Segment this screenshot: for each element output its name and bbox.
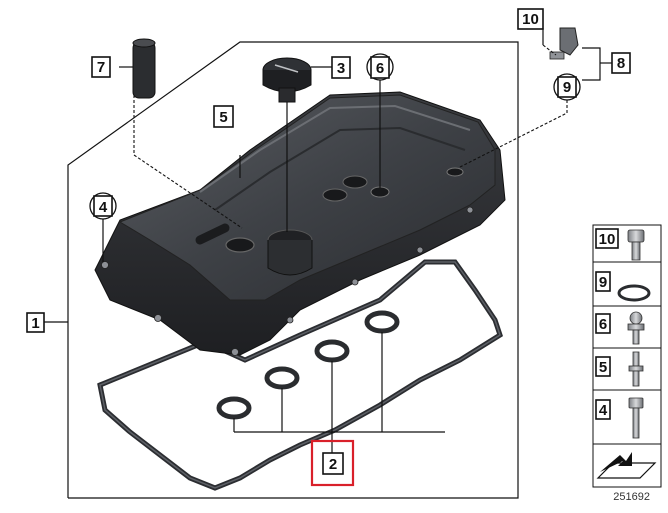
legend-item-5: 5 (595, 351, 644, 387)
callout-7-text: 7 (97, 59, 105, 76)
callout-1-text: 1 (31, 315, 39, 332)
callout-2: 2 (310, 439, 355, 487)
callout-8: 8 (611, 52, 631, 74)
legend-item-9: 9 (595, 271, 651, 302)
flange-bolt-icon (627, 229, 645, 261)
legend-label-5: 5 (599, 359, 607, 376)
assembly-frame (44, 41, 519, 499)
callout-9: 9 (553, 73, 581, 101)
parts-legend: 10 9 6 5 (592, 224, 662, 488)
callout-6-text: 6 (376, 60, 384, 77)
callout-10-text: 10 (522, 11, 539, 28)
legend-item-4: 4 (595, 397, 644, 439)
callout-5-text: 5 (219, 109, 227, 126)
legend-label-10: 10 (599, 231, 616, 248)
callout-2-text: 2 (329, 456, 337, 473)
legend-item-10: 10 (595, 228, 645, 261)
callout-9-text: 9 (563, 79, 571, 96)
legend-item-6: 6 (595, 311, 645, 345)
legend-label-4: 4 (599, 402, 608, 419)
legend-label-6: 6 (599, 316, 607, 333)
breather-tube-part (132, 38, 156, 99)
callout-4-text: 4 (99, 199, 108, 216)
o-ring-icon (617, 284, 651, 302)
callout-1: 1 (26, 312, 45, 333)
callout-5: 5 (213, 105, 234, 128)
legend-label-9: 9 (599, 274, 607, 291)
callout-4: 4 (89, 192, 117, 220)
valve-cover-body (94, 91, 506, 356)
callout-10: 10 (517, 8, 544, 30)
callout-3-text: 3 (337, 60, 345, 77)
callout-6: 6 (366, 53, 394, 81)
oil-filler-cap (262, 57, 312, 103)
ball-stud-icon (627, 311, 645, 345)
hex-bolt-icon (628, 397, 644, 439)
callout-3: 3 (311, 56, 351, 79)
callout-2-highlight (310, 439, 355, 487)
sealing-rings (216, 310, 400, 420)
sealing-rings-leaders (233, 332, 445, 453)
leader-lines (102, 28, 612, 262)
callout-8-text: 8 (617, 55, 625, 72)
continuation-arrow-icon (596, 452, 657, 479)
diagram-number: 251692 (613, 491, 650, 503)
bracket-part (549, 27, 579, 60)
callout-7: 7 (91, 56, 111, 78)
cover-gasket (97, 259, 503, 491)
stud-bolt-icon (628, 351, 644, 387)
